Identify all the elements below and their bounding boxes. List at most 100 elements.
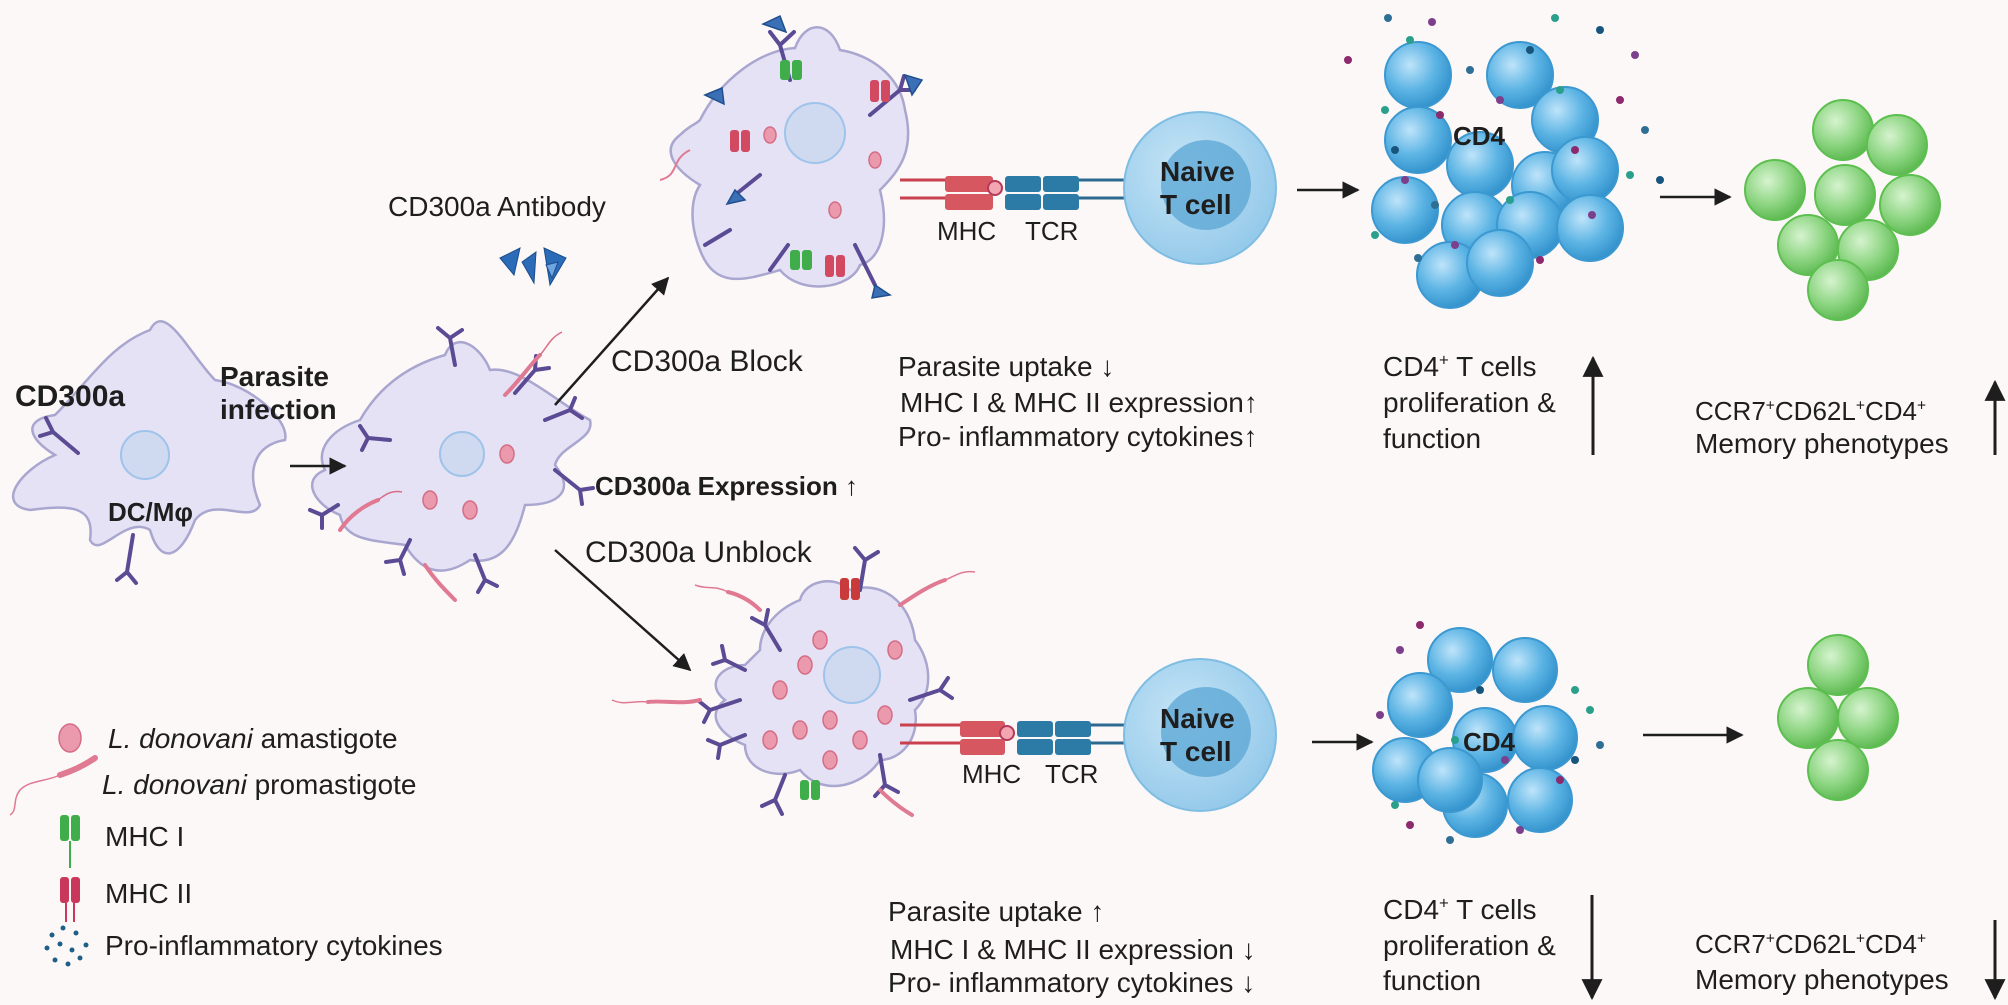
cd300a-receptor-icon <box>308 326 595 594</box>
cd4-t-cell <box>1417 747 1483 813</box>
cytokine-dot <box>1476 686 1484 694</box>
cd4-t-cell <box>1387 672 1453 738</box>
cytokine-dot <box>1596 741 1604 749</box>
cytokine-dot <box>1556 776 1564 784</box>
memory-cell <box>1879 174 1941 236</box>
cytokine-dot <box>1556 86 1564 94</box>
cytokine-dot <box>1571 146 1579 154</box>
cd300a-label: CD300a <box>15 380 126 413</box>
cd4-proliferation-label-top-3: function <box>1383 423 1482 454</box>
cd4-proliferation-label-bottom-3: function <box>1383 965 1482 996</box>
memory-cell <box>1744 159 1806 221</box>
cytokine-dot <box>1536 256 1544 264</box>
legend-icons <box>9 723 98 967</box>
cd4-t-cell <box>1384 106 1452 174</box>
cd4-t-cell-cluster-top <box>1371 41 1624 309</box>
legend-mhc1-icon <box>60 815 80 868</box>
cytokine-dot <box>1401 176 1409 184</box>
amastigote-icon <box>422 444 515 520</box>
mhc1-icon <box>780 60 812 270</box>
promastigote-icon <box>646 578 947 817</box>
cd300a-expression-label: CD300a Expression ↑ <box>595 471 859 501</box>
mhc1-icon <box>800 780 820 800</box>
cytokine-dot <box>1451 736 1459 744</box>
up-arrow-icon: ↑ <box>1243 387 1258 418</box>
cytokine-dot <box>1381 106 1389 114</box>
cd300a-antibody-label: CD300a Antibody <box>388 191 606 222</box>
cytokine-dot <box>1406 821 1414 829</box>
immune-synapse-bottom <box>900 721 1135 755</box>
arrow-block-branch <box>554 276 670 406</box>
legend-mhc1-label: MHC I <box>105 821 185 852</box>
cd4-t-cell <box>1512 705 1578 771</box>
legend-promastigote-icon <box>9 755 98 816</box>
arrow-unblock-branch <box>554 549 692 672</box>
cd4-proliferation-label-top-1: CD4+ T cells <box>1383 350 1537 382</box>
cd4-t-cell <box>1371 176 1439 244</box>
legend-promastigote-label: L. donovani promastigote <box>102 769 417 800</box>
mhc2-icon <box>840 578 860 600</box>
cytokine-dot <box>1436 111 1444 119</box>
cd300a-unblock-label: CD300a Unblock <box>585 536 812 569</box>
blocked-dendritic-cell <box>659 14 924 299</box>
legend-amastigote-label: L. donovani amastigote <box>108 723 398 754</box>
effect-parasite-uptake-bottom: Parasite uptake ↑ <box>888 896 1105 927</box>
tcr-label-top: TCR <box>1025 216 1079 246</box>
effect-cytokines-bottom: Pro- inflammatory cytokines ↓ <box>888 967 1256 998</box>
tcr-label-bottom: TCR <box>1045 759 1099 789</box>
cytokine-dot <box>1391 146 1399 154</box>
legend-cytokines-label: Pro-inflammatory cytokines <box>105 930 443 961</box>
effect-mhc-expression-bottom: MHC I & MHC II expression ↓ <box>890 934 1256 965</box>
cytokine-dot <box>1428 18 1436 26</box>
cytokine-dot <box>1596 26 1604 34</box>
unblocked-dendritic-cell <box>611 546 976 817</box>
naive-t-cell-bottom <box>1123 658 1277 812</box>
cytokine-dot <box>1396 646 1404 654</box>
cytokine-dot <box>1586 706 1594 714</box>
parasite-infection-label-1: Parasite <box>220 361 329 392</box>
memory-cell <box>1807 259 1869 321</box>
promastigote-icon <box>338 353 542 602</box>
cytokine-dot <box>1571 756 1579 764</box>
down-arrow-icon: ↓ <box>1241 967 1256 998</box>
mhc-label-bottom: MHC <box>962 759 1022 789</box>
naive-label-bottom-2: T cell <box>1160 736 1232 767</box>
cytokine-dot <box>1451 241 1459 249</box>
cytokine-dot <box>1406 36 1414 44</box>
cd4-t-cell <box>1492 637 1558 703</box>
cytokine-dot <box>1496 96 1504 104</box>
memory-cell <box>1837 687 1899 749</box>
down-arrow-icon: ↓ <box>1100 351 1115 382</box>
down-arrow-icon: ↓ <box>1241 934 1256 965</box>
mhc-label-top: MHC <box>937 216 997 246</box>
memory-cell <box>1814 164 1876 226</box>
cd4-cluster-label-top: CD4 <box>1453 121 1506 151</box>
cytokine-dot <box>1641 126 1649 134</box>
cytokine-dot <box>1416 621 1424 629</box>
cell-type-label: DC/Mφ <box>108 497 194 527</box>
memory-phenotype-label-bottom-2: Memory phenotypes <box>1695 964 1949 995</box>
cytokine-dot <box>1344 56 1352 64</box>
cd4-proliferation-label-bottom-1: CD4+ T cells <box>1383 893 1537 925</box>
cd4-proliferation-label-bottom-2: proliferation & <box>1383 930 1556 961</box>
cd300a-receptor-icon <box>38 416 138 585</box>
cytokine-dot <box>1656 176 1664 184</box>
memory-cell-cluster-bottom <box>1777 634 1899 801</box>
cd4-t-cell-cluster-bottom <box>1372 627 1578 838</box>
cytokine-dot <box>1626 171 1634 179</box>
legend-mhc2-label: MHC II <box>105 878 193 909</box>
cd4-t-cell <box>1551 136 1619 204</box>
memory-cell <box>1866 114 1928 176</box>
cytokine-dot <box>1446 836 1454 844</box>
up-arrow-icon: ↑ <box>1090 896 1105 927</box>
cytokine-dot <box>1616 96 1624 104</box>
cytokine-dot <box>1588 211 1596 219</box>
effect-mhc-expression-top: MHC I & MHC II expression↑ <box>900 387 1258 418</box>
cytokine-dot <box>1384 14 1392 22</box>
mhc-icon <box>945 176 1003 210</box>
cytokine-dot <box>1391 801 1399 809</box>
cd4-t-cell <box>1384 41 1452 109</box>
cytokine-dot <box>1431 201 1439 209</box>
cd4-t-cell <box>1466 229 1534 297</box>
cd4-t-cell <box>1507 767 1573 833</box>
